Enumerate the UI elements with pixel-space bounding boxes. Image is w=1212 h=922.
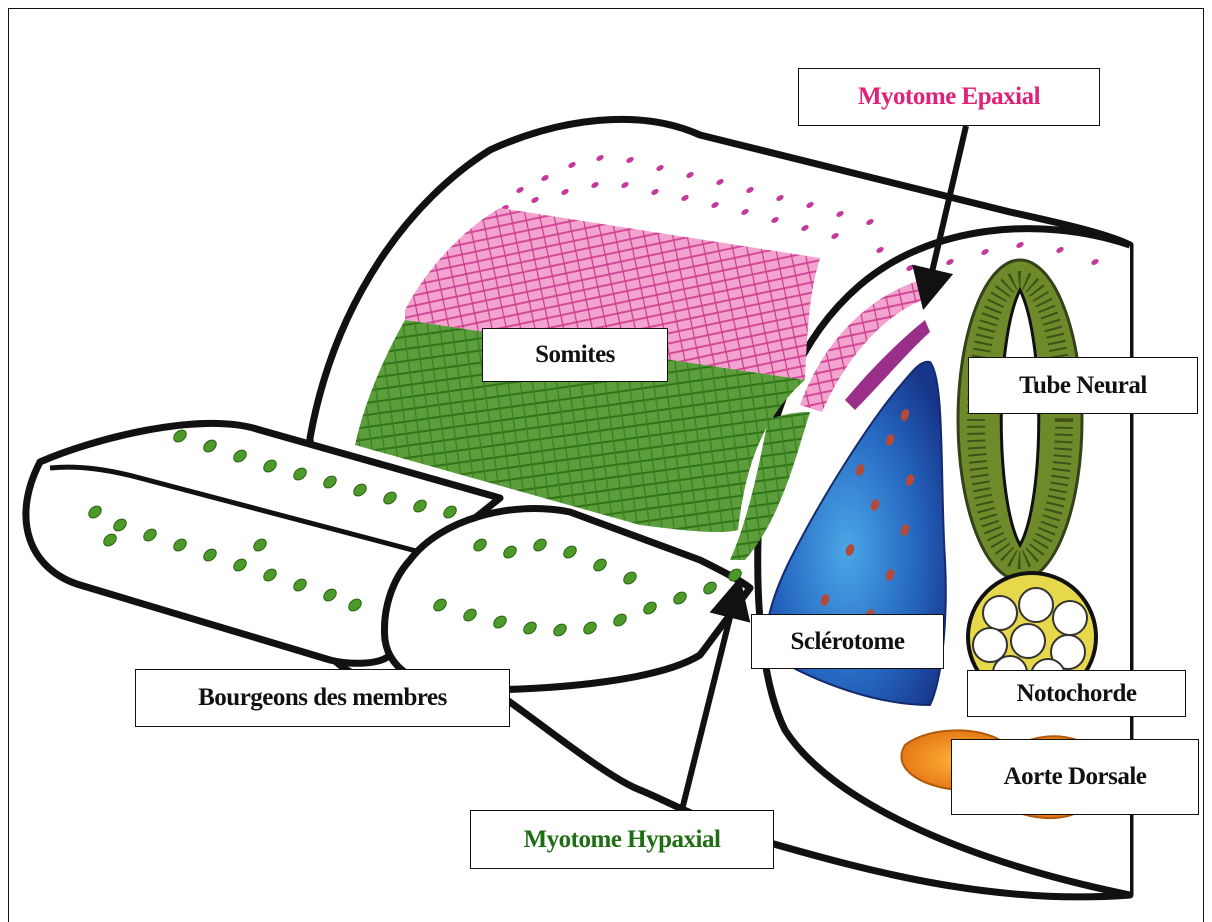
- label-notochorde: Notochorde: [967, 670, 1186, 717]
- label-tube-neural: Tube Neural: [968, 357, 1198, 414]
- neural-tube: [958, 260, 1082, 580]
- label-sclerotome: Sclérotome: [751, 614, 944, 669]
- label-aorte-dorsale: Aorte Dorsale: [951, 739, 1199, 815]
- label-bourgeons-des-membres: Bourgeons des membres: [135, 669, 510, 727]
- label-myotome-epaxial: Myotome Epaxial: [798, 68, 1100, 126]
- label-myotome-hypaxial: Myotome Hypaxial: [470, 810, 774, 869]
- label-somites: Somites: [482, 328, 668, 382]
